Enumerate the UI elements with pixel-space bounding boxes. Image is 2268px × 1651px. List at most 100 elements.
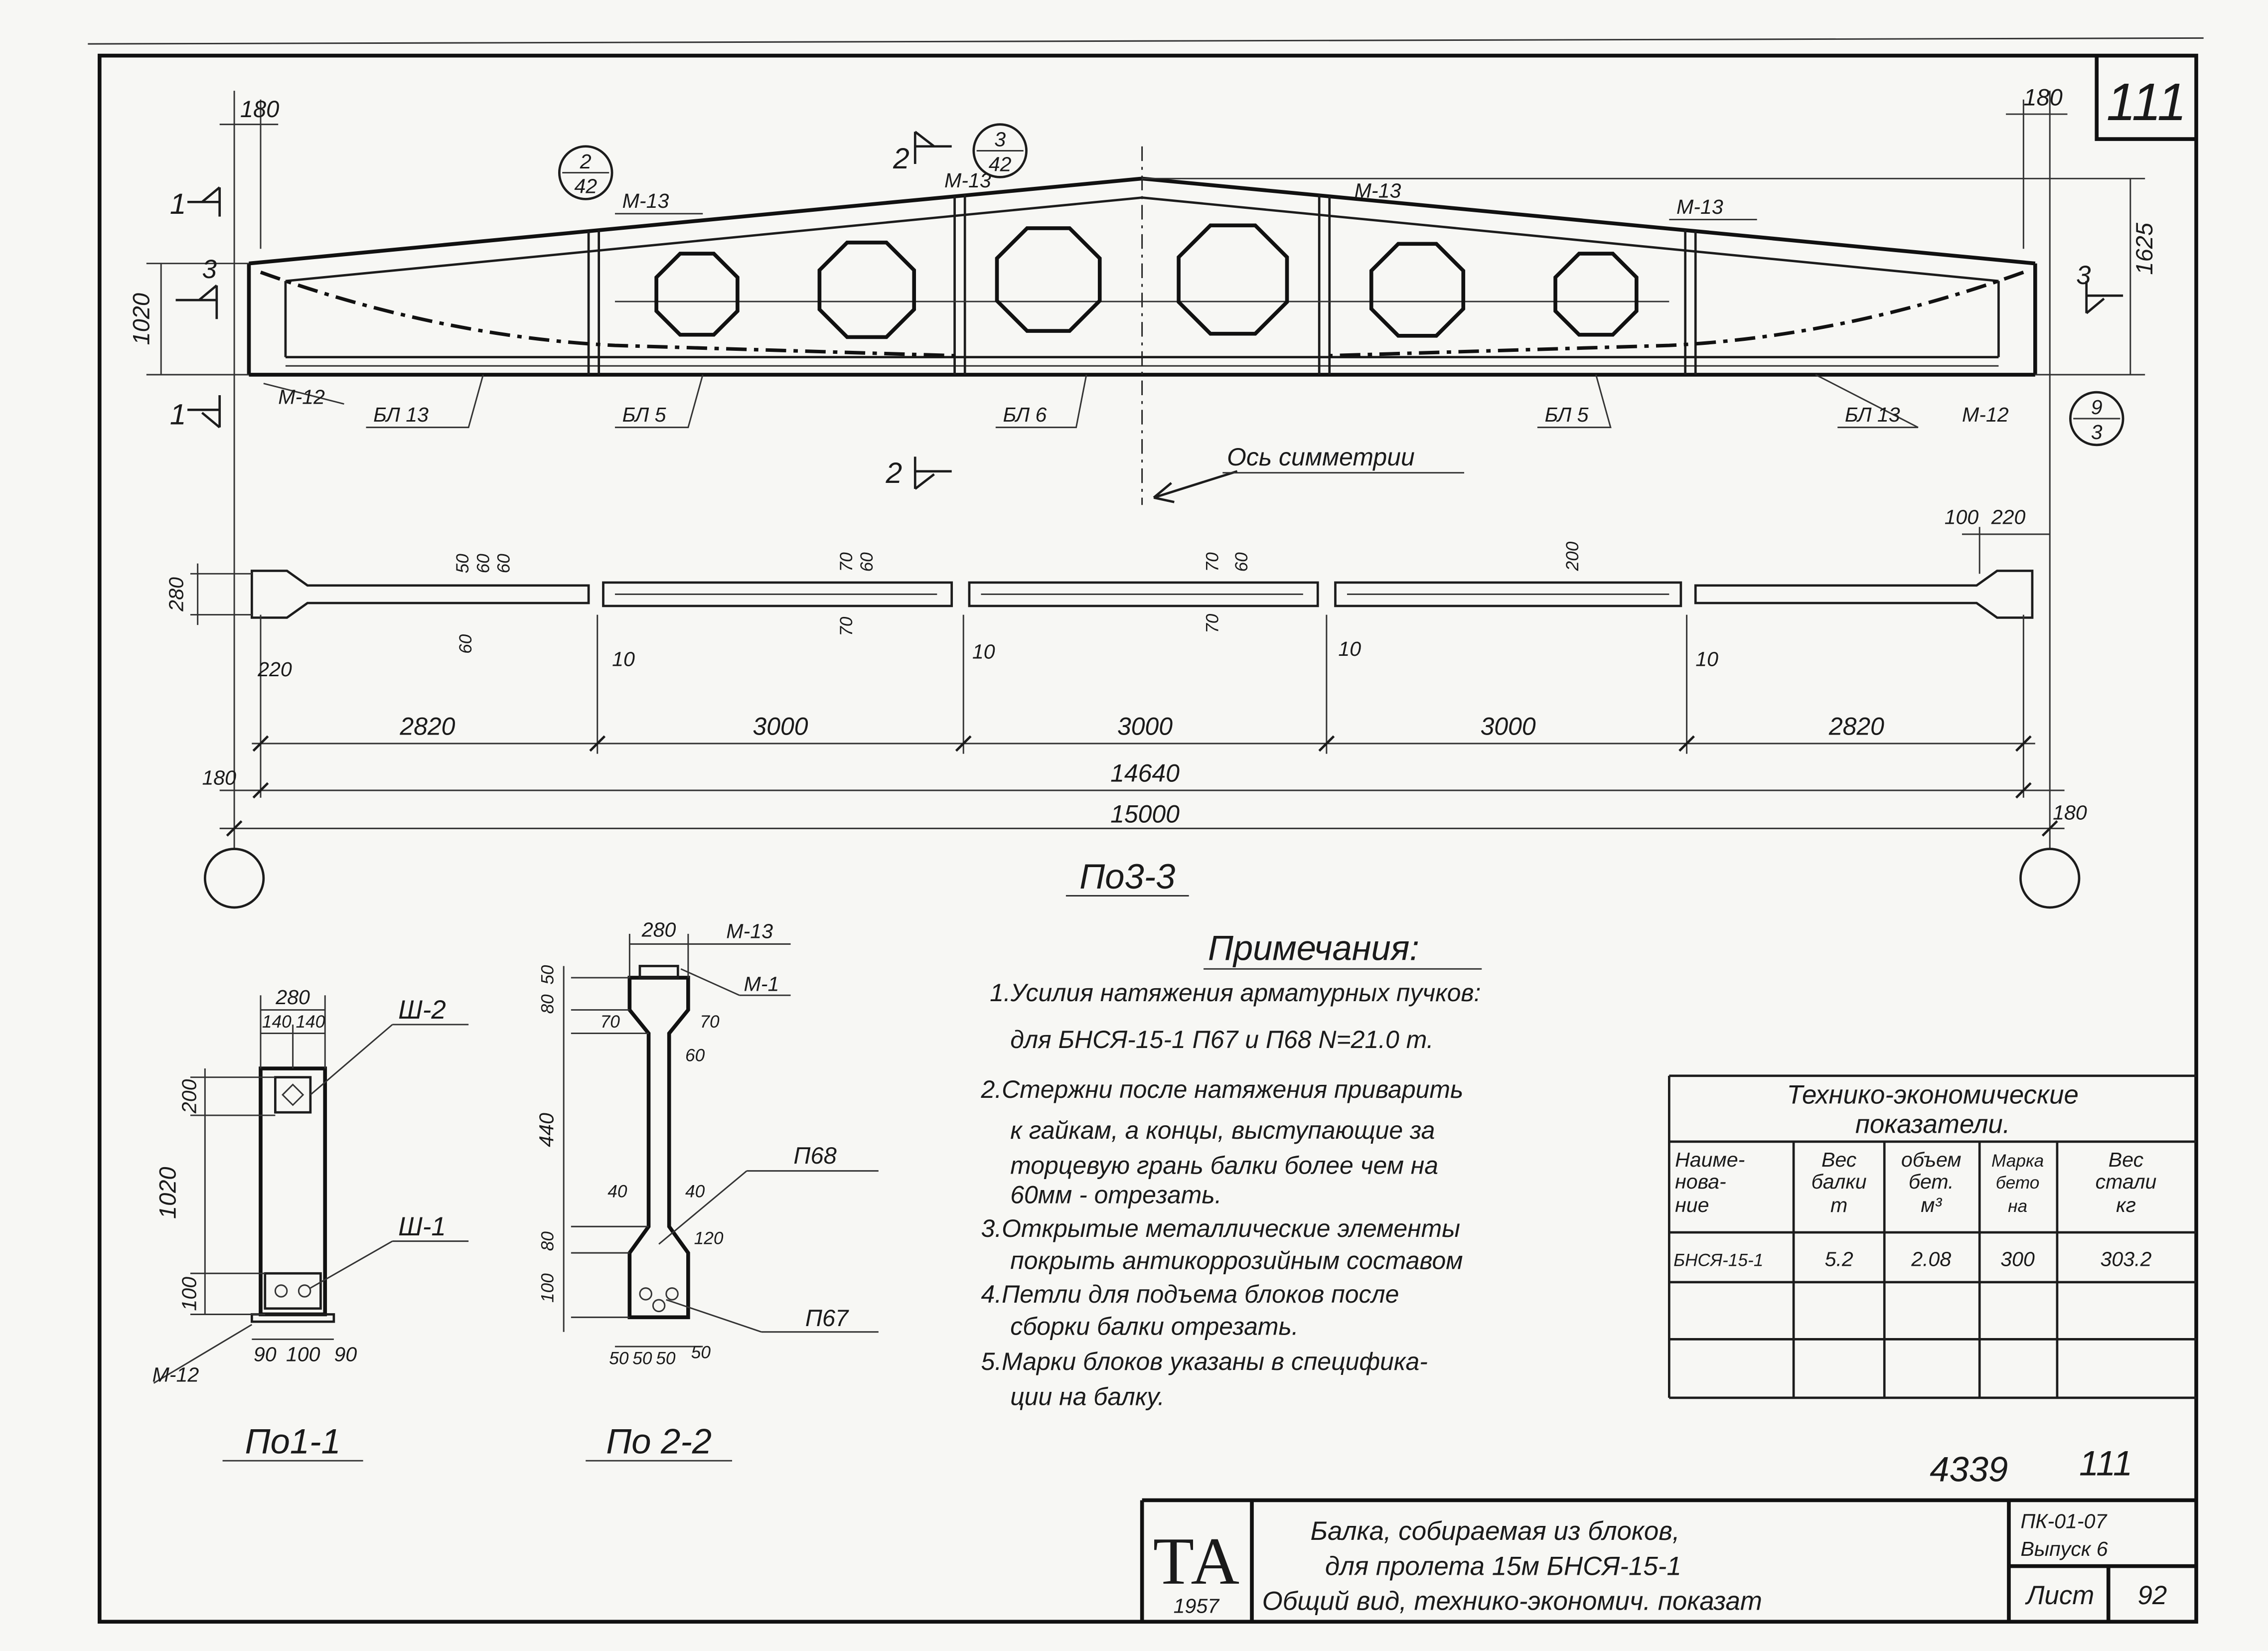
- block-label-bl13-right: БЛ 13: [1845, 403, 1900, 426]
- s1-bottom-dim-2: 100: [286, 1343, 320, 1365]
- s1-half-right: 140: [296, 1012, 325, 1032]
- plan-inner-length: 14640: [1110, 759, 1180, 787]
- plan-dim-60e: 60: [1232, 552, 1251, 572]
- plan-dim-100: 100: [1945, 505, 1979, 528]
- table-header-weight-2: балки: [1812, 1170, 1867, 1193]
- s2-dim-40-left: 40: [607, 1182, 627, 1201]
- dim-height-end: 1020: [128, 293, 154, 345]
- plan-gap-1: 10: [612, 647, 635, 670]
- s2-dim-80: 80: [538, 994, 558, 1014]
- dim-height-mid: 1625: [2131, 222, 2157, 275]
- callout-3-bottom: 3: [2091, 421, 2103, 444]
- plan-dim-60b: 60: [473, 554, 493, 574]
- callout-2: 3 42: [972, 123, 1028, 178]
- s2-dim-80-bottom: 80: [538, 1231, 558, 1251]
- plan-span-1: 2820: [399, 712, 455, 740]
- doc-sheet: 111: [2079, 1444, 2132, 1483]
- note-line-6: 60мм - отрезать.: [1010, 1181, 1221, 1208]
- sheet-frame: [88, 37, 2204, 1624]
- section-mark-3-left: 3: [202, 255, 216, 284]
- s2-dim-440: 440: [535, 1113, 558, 1147]
- s1-bottom-dim-1: 90: [254, 1343, 277, 1365]
- title-block-issue: Выпуск 6: [2020, 1537, 2108, 1560]
- plan-title: По3-3: [1079, 857, 1175, 896]
- mark-m12-left: М-12: [278, 386, 325, 409]
- plan-span-2: 3000: [753, 712, 808, 740]
- table-header-steel-1: Вес: [2109, 1148, 2144, 1171]
- s1-half-left: 140: [262, 1012, 292, 1032]
- table-title-2: показатели.: [1855, 1109, 2010, 1139]
- plan-gap-4: 10: [1695, 647, 1718, 670]
- plan-dim-60c: 60: [494, 554, 513, 574]
- title-block-series: ПК-01-07: [2020, 1509, 2108, 1532]
- tech-econ-table: [1667, 1074, 2197, 1399]
- section-markers: [175, 131, 2123, 490]
- sheet-number: 111: [2107, 73, 2187, 132]
- title-block-line-1: Балка, собираемая из блоков,: [1311, 1516, 1680, 1546]
- mark-m13-2: М-13: [944, 169, 991, 192]
- dim-top-right: 180: [2023, 84, 2062, 110]
- note-line-8: покрыть антикоррозийным составом: [1010, 1246, 1463, 1274]
- mark-m13-4: М-13: [1676, 195, 1723, 218]
- beam-plan: [190, 527, 2081, 909]
- s1-dim-height: 1020: [154, 1167, 181, 1219]
- block-label-bl6: БЛ 6: [1003, 403, 1047, 426]
- section-mark-3-right: 3: [2076, 261, 2091, 290]
- plan-gap-3: 10: [1338, 637, 1361, 660]
- section-1-1: [153, 995, 469, 1462]
- plan-dim-70b: 70: [837, 616, 856, 636]
- table-header-grade-2: бето: [1996, 1173, 2040, 1193]
- plan-dim-60d: 60: [857, 552, 877, 572]
- table-header-name-2: нова-: [1675, 1170, 1726, 1193]
- title-block: [1140, 1498, 2197, 1622]
- title-block-logo: ТА: [1153, 1524, 1239, 1599]
- table-header-volume-3: м³: [1921, 1194, 1942, 1216]
- table-header-name-1: Наиме-: [1675, 1148, 1745, 1171]
- doc-number: 4339: [1930, 1449, 2008, 1489]
- note-line-10: сборки балки отрезать.: [1010, 1313, 1298, 1341]
- note-line-2: для БНСЯ-15-1 П67 и П68 N=21.0 т.: [1010, 1026, 1433, 1053]
- callout-2-bottom: 42: [989, 153, 1012, 176]
- s2-dim-100: 100: [538, 1273, 558, 1303]
- section-2-2: [563, 933, 879, 1462]
- note-line-9: 4.Петли для подъема блоков после: [981, 1280, 1399, 1308]
- plan-end-left: 180: [202, 766, 236, 789]
- notes-title: Примечания:: [1208, 928, 1419, 968]
- table-cell-volume: 2.08: [1911, 1248, 1951, 1271]
- s1-title: По1-1: [245, 1422, 340, 1461]
- section-mark-1-top: 1: [170, 188, 186, 220]
- dim-top-left: 180: [240, 96, 279, 122]
- note-line-4: к гайкам, а концы, выступающие за: [1010, 1116, 1435, 1144]
- plan-span-3: 3000: [1117, 712, 1173, 740]
- plan-span-4: 3000: [1481, 712, 1536, 740]
- s1-bottom-dim-3: 90: [334, 1343, 357, 1365]
- beam-elevation: [146, 91, 2145, 849]
- plan-dim-60a: 60: [456, 634, 475, 654]
- s2-dim-50-4: 50: [691, 1343, 711, 1362]
- s1-mark: М-12: [152, 1363, 199, 1386]
- table-header-steel-3: кг: [2116, 1194, 2136, 1216]
- table-cell-grade: 300: [2000, 1248, 2035, 1271]
- plan-dim-200: 200: [1563, 541, 1582, 571]
- s1-plate-top: Ш-2: [398, 995, 446, 1025]
- web-opening-octagon: [995, 226, 1102, 333]
- table-header-volume-2: бет.: [1909, 1170, 1954, 1193]
- block-label-bl5-left: БЛ 5: [622, 403, 666, 426]
- table-title-1: Технико-экономические: [1787, 1080, 2078, 1110]
- callout-3: 9 3: [2069, 391, 2124, 447]
- s2-dim-50-3: 50: [656, 1349, 676, 1368]
- s1-width: 280: [275, 986, 310, 1009]
- table-header-grade-1: Марка: [1991, 1151, 2044, 1171]
- s2-dim-60: 60: [685, 1046, 705, 1065]
- table-header-volume-1: объем: [1901, 1148, 1962, 1171]
- web-opening-octagon: [654, 252, 740, 337]
- note-line-3: 2.Стержни после натяжения приварить: [980, 1075, 1463, 1103]
- title-block-sheet-label: Лист: [2025, 1581, 2094, 1610]
- section-mark-2-top: 2: [893, 143, 909, 175]
- s2-dim-70-right: 70: [700, 1012, 720, 1032]
- web-opening-octagon: [817, 240, 916, 339]
- table-header-steel-2: стали: [2096, 1170, 2157, 1193]
- callout-2-top: 3: [994, 128, 1006, 151]
- s1-dim-bottom: 100: [178, 1277, 201, 1311]
